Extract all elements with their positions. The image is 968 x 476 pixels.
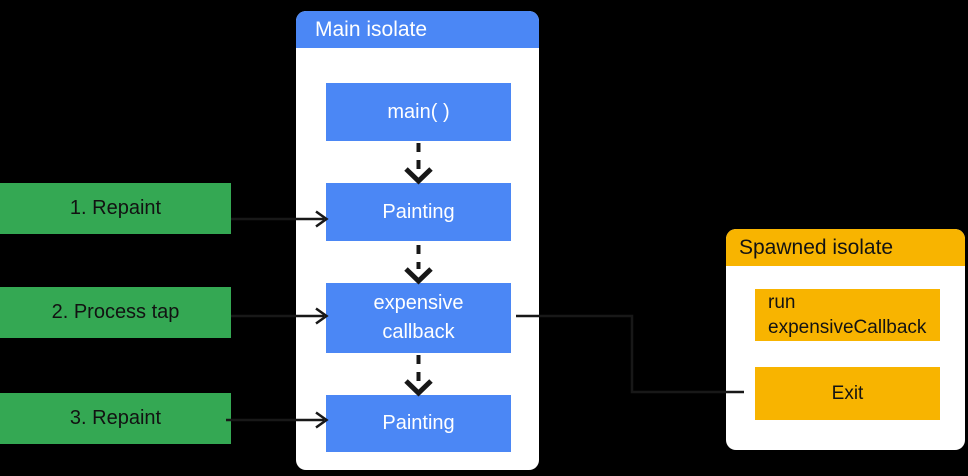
node-painting-2: Painting — [326, 395, 511, 452]
main-isolate-header: Main isolate — [296, 11, 539, 48]
node-painting-1: Painting — [326, 183, 511, 241]
main-isolate-title: Main isolate — [315, 17, 428, 41]
spawned-isolate-title: Spawned isolate — [739, 235, 894, 259]
step-label-process-tap: 2. Process tap — [0, 287, 231, 338]
node-expensive-callback: expensive callback — [326, 283, 511, 353]
node-exit: Exit — [755, 367, 940, 420]
step-label-repaint-3: 3. Repaint — [0, 393, 231, 444]
step-label-repaint-1: 1. Repaint — [0, 183, 231, 234]
node-main-function: main( ) — [326, 83, 511, 141]
spawned-isolate-header: Spawned isolate — [726, 229, 965, 266]
connector-callback-to-exit — [516, 314, 744, 394]
node-run-expensive-callback: run expensiveCallback — [755, 289, 940, 341]
